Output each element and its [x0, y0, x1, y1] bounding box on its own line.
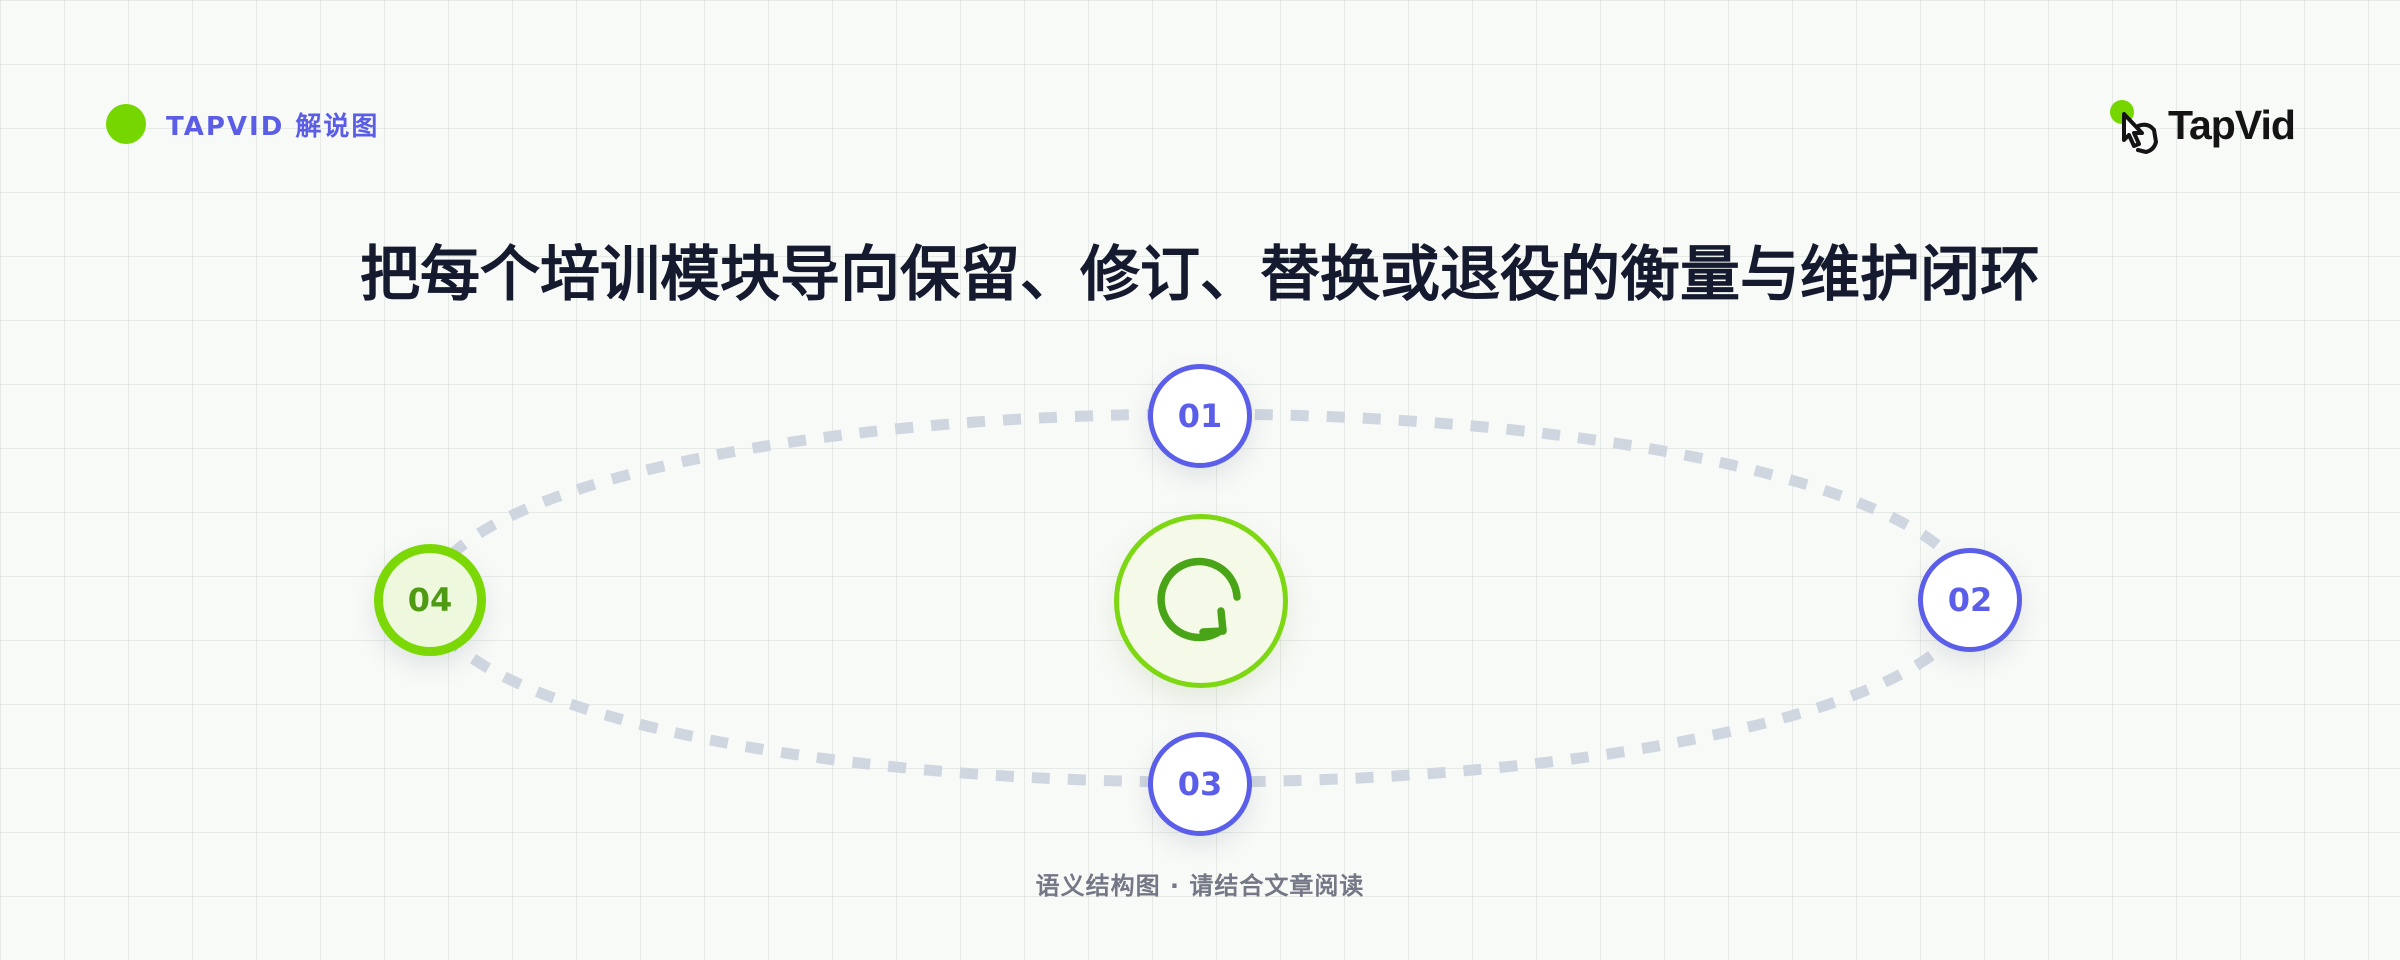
page-title: 把每个培训模块导向保留、修订、替换或退役的衡量与维护闭环	[360, 240, 2040, 310]
cycle-node-label: 02	[1947, 581, 1993, 619]
center-hub	[1114, 514, 1288, 688]
brand-tag-label: TAPVID 解说图	[166, 111, 380, 142]
cycle-node-label: 04	[407, 581, 453, 619]
cycle-node-04: 04	[374, 544, 486, 656]
brand-tag: TAPVID 解说图	[106, 103, 379, 145]
tapvid-logo: TapVid	[2108, 96, 2304, 160]
cycle-node-label: 01	[1177, 397, 1223, 435]
brand-dot-icon	[106, 104, 146, 144]
diagram-caption: 语义结构图 · 请结合文章阅读	[1035, 872, 1365, 900]
pointer-hand-icon	[2110, 100, 2158, 154]
logo-wordmark: TapVid	[2168, 102, 2296, 148]
refresh-cycle-icon	[1157, 557, 1241, 642]
cycle-node-02: 02	[1918, 548, 2022, 652]
cycle-node-03: 03	[1148, 732, 1252, 836]
cycle-node-01: 01	[1148, 364, 1252, 468]
cycle-node-label: 03	[1177, 765, 1223, 803]
